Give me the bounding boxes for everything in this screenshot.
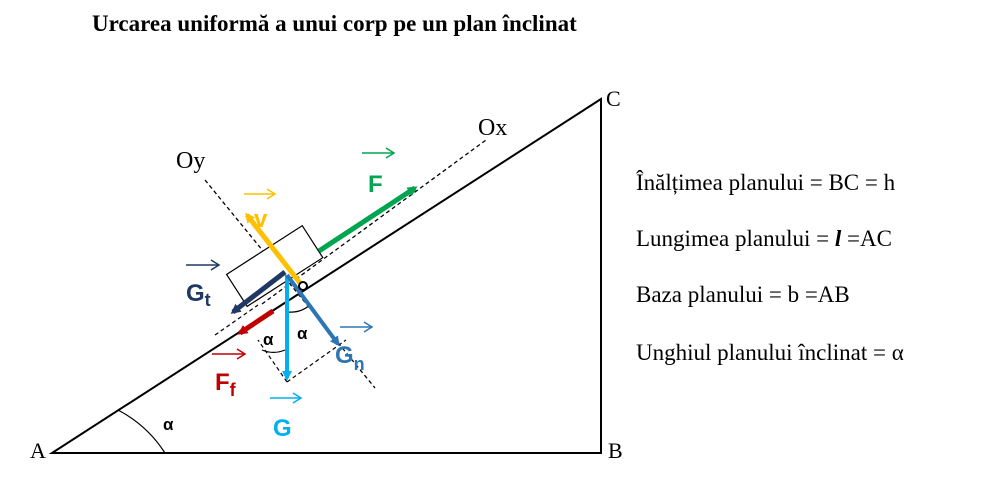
ox-axis-line [261,139,487,305]
force-gt-arrow [230,270,287,314]
angle-arc-a [117,409,166,454]
angle-alpha-body-left: α [263,330,274,349]
force-ff-arrow [237,308,275,336]
velocity-v-arrow [245,212,302,285]
force-f-overarrow-head [385,147,396,159]
force-f-arrow [317,185,418,254]
force-gn-label: Gn [335,342,365,374]
info-base: Baza planului = b =AB [636,282,850,307]
force-gt-label: Gt [186,280,211,310]
force-gt-overarrow-head [210,259,221,271]
force-g-label: G [273,415,292,442]
angle-alpha-a: α [163,415,174,434]
contact-point [298,281,308,291]
force-gn-overarrow-head [363,321,374,333]
angle-arc-body-right [287,304,311,313]
info-length: Lungimea planului = l =AC [636,226,892,251]
angle-alpha-body-right: α [297,324,308,343]
oy-label: Oy [176,148,205,174]
info-angle: Unghiul planului înclinat = α [636,340,904,365]
force-ff-overarrow-head [236,348,247,360]
point-c-label: C [606,86,621,111]
inclined-plane-triangle [48,97,602,454]
ox-label: Ox [478,115,507,141]
force-g-overarrow-head [292,392,303,404]
velocity-v-overarrow-head [266,188,277,200]
oy-axis-line [204,179,376,389]
angle-arc-body-left [261,349,286,353]
info-height: Înălțimea planului = BC = h [636,170,896,195]
force-gn-arrow [285,273,340,347]
force-f-label: F [368,171,383,198]
decomposition-line-1 [286,339,347,383]
force-ff-label: Ff [215,369,237,400]
velocity-v-label: v [254,206,268,233]
diagram-title: Urcarea uniformă a unui corp pe un plan … [92,11,577,36]
point-a-label: A [30,438,46,463]
point-b-label: B [608,438,623,463]
decomposition-line-3 [214,304,259,336]
